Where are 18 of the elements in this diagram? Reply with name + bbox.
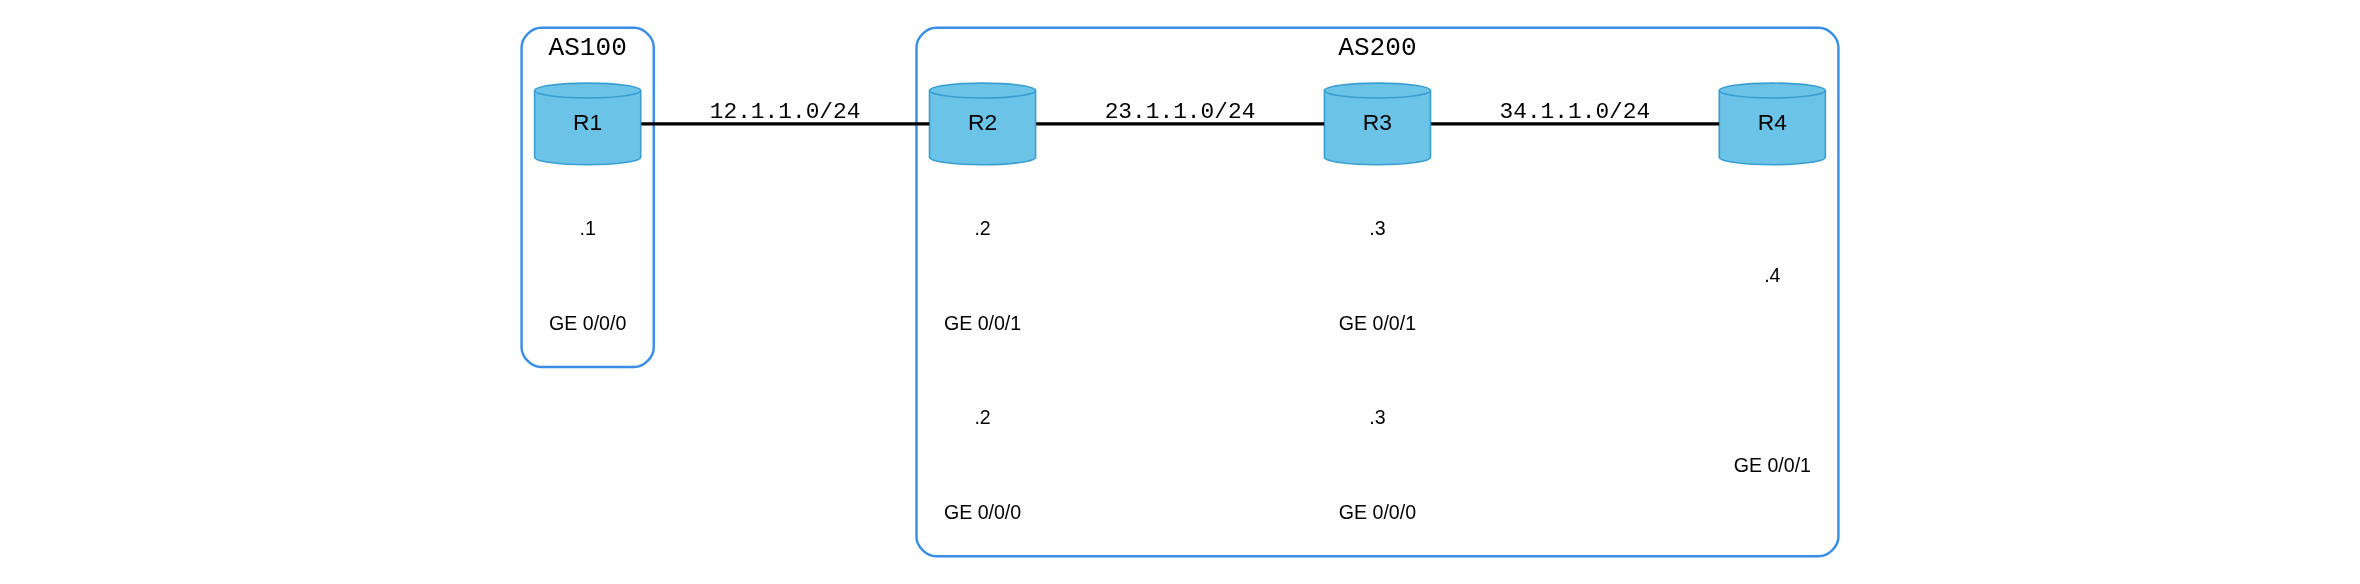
label: .2 bbox=[974, 217, 991, 240]
label: GE 0/0/0 bbox=[549, 311, 627, 334]
edge-label: 23.1.1.0/24 bbox=[1104, 98, 1256, 125]
label: GE 0/0/0 bbox=[943, 500, 1022, 523]
connector bbox=[1036, 122, 1325, 126]
label: .3 bbox=[1369, 406, 1386, 429]
label: GE 0/0/0 bbox=[1338, 500, 1417, 523]
label: GE 0/0/1 bbox=[1338, 311, 1417, 334]
edge-label: 34.1.1.0/24 bbox=[1499, 98, 1651, 125]
label: .4 bbox=[1764, 264, 1781, 287]
label: .1 bbox=[579, 217, 596, 240]
connector bbox=[641, 122, 930, 126]
edge-label: 12.1.1.0/24 bbox=[709, 98, 861, 125]
label: GE 0/0/1 bbox=[943, 311, 1022, 334]
label: GE 0/0/1 bbox=[1733, 453, 1811, 476]
connector bbox=[1431, 122, 1720, 126]
label: .2 bbox=[974, 406, 991, 429]
label: .3 bbox=[1369, 217, 1386, 240]
